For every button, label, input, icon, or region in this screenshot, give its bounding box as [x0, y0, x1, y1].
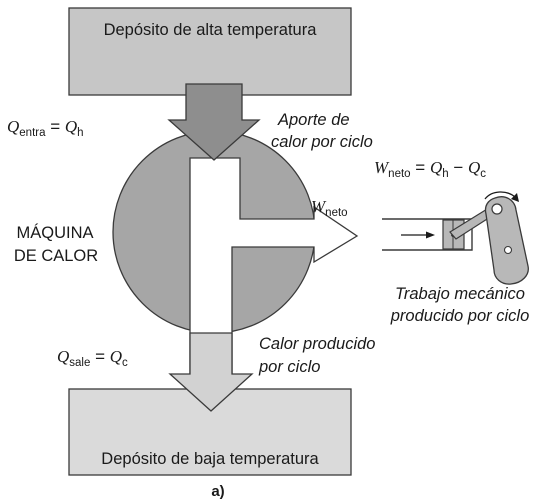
flywheel: [484, 196, 529, 285]
heat-in-arrow: [167, 83, 261, 161]
work-desc-1: Trabajo mecánico: [395, 285, 525, 303]
work-desc-2: producido por ciclo: [390, 307, 530, 325]
heat-in-desc-2: calor por ciclo: [271, 133, 373, 151]
figure-caption: a): [211, 483, 224, 500]
heat-out-arrow: [168, 332, 254, 412]
heat-out-desc-2: por ciclo: [258, 358, 320, 376]
piston-mechanism-icon: [382, 191, 529, 285]
heat-in-desc-1: Aporte de: [277, 111, 350, 129]
heat-out-desc-1: Calor producido: [259, 335, 375, 353]
cold-reservoir-label: Depósito de baja temperatura: [101, 450, 319, 468]
heat-out-equation: Qsale = Qc: [57, 347, 128, 369]
work-label: Wneto: [311, 197, 348, 219]
heat-in-equation: Qentra = Qh: [7, 117, 84, 139]
rotation-arrow: [484, 191, 516, 200]
engine-label-1: MÁQUINA: [16, 223, 93, 242]
hot-reservoir-label: Depósito de alta temperatura: [104, 21, 318, 39]
engine-label-2: DE CALOR: [14, 247, 98, 265]
work-equation: Wneto = Qh − Qc: [374, 158, 486, 180]
hot-reservoir: [68, 7, 352, 96]
